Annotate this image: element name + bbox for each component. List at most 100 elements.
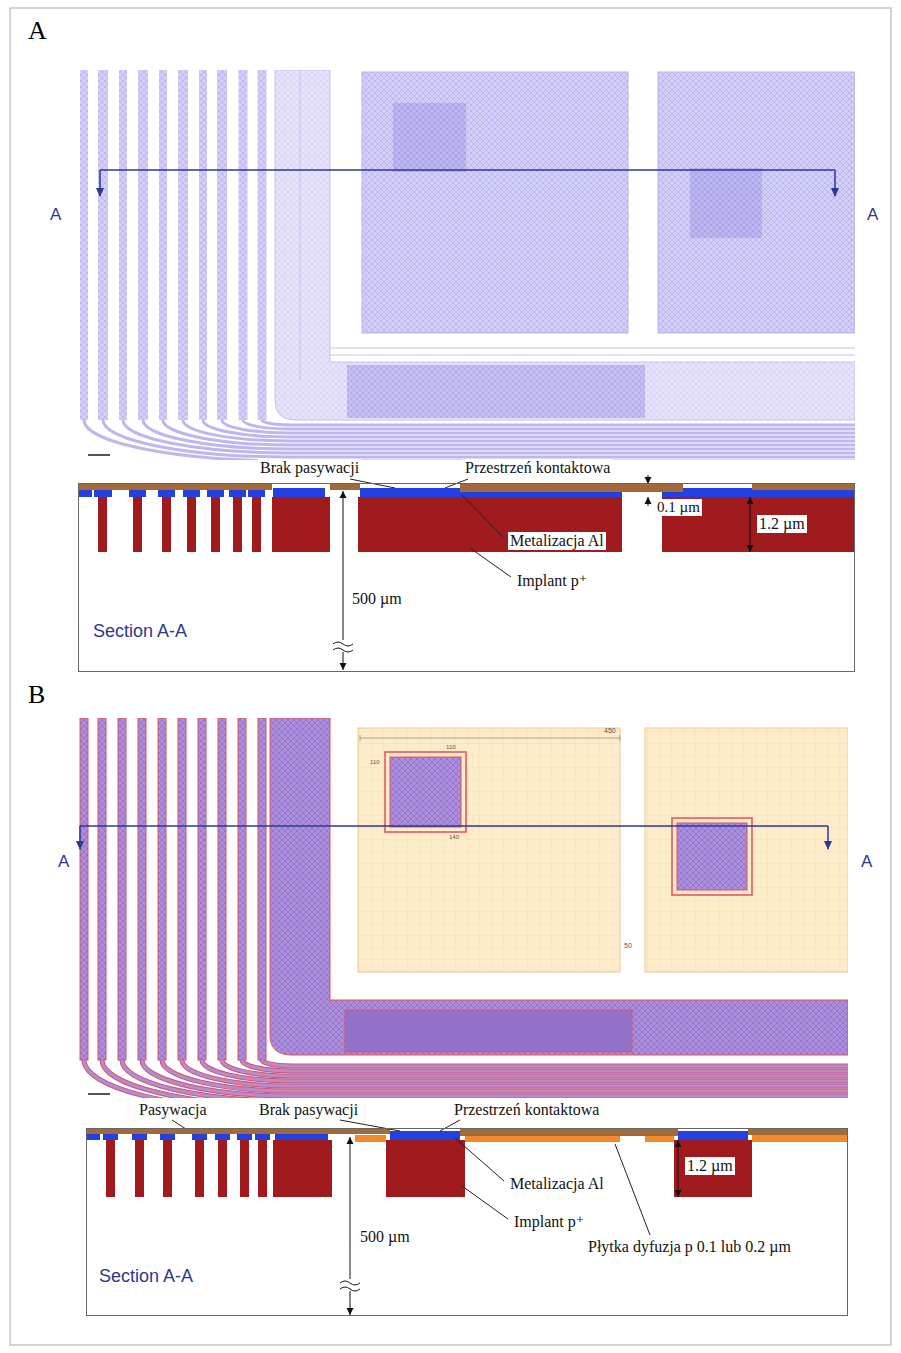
guard-ring-corner xyxy=(84,1060,848,1098)
guard-ring-corner xyxy=(242,1060,848,1071)
guard-ring-corner xyxy=(143,420,855,449)
passivation xyxy=(86,1128,848,1136)
p-implant xyxy=(233,497,242,552)
shallow-p-diffusion xyxy=(465,1135,620,1142)
guard-ring-corner xyxy=(122,1060,848,1098)
guard-ring-corner xyxy=(202,1060,848,1081)
al-metal xyxy=(273,488,325,497)
guard-ring xyxy=(98,718,106,1060)
section-line xyxy=(79,826,81,849)
break-gap xyxy=(340,1279,360,1291)
figure-frame xyxy=(10,8,891,1345)
contact-window xyxy=(690,168,762,238)
guard-ring xyxy=(138,718,146,1060)
guard-ring-corner xyxy=(262,420,855,425)
ruler xyxy=(360,735,620,741)
guard-ring-corner xyxy=(102,1060,848,1098)
guard-ring xyxy=(119,70,127,420)
contact-strip xyxy=(347,365,645,418)
break-mark xyxy=(340,1281,360,1291)
leader-line xyxy=(455,1138,504,1181)
layout-line xyxy=(300,70,855,380)
shallow-p-diffusion xyxy=(752,1135,848,1142)
p-implant xyxy=(162,497,171,552)
ruler-number: 110 xyxy=(370,759,380,766)
guard-ring-corner xyxy=(84,420,855,460)
p-implant xyxy=(106,1140,752,1197)
guard-ring xyxy=(80,718,266,1060)
leader-line xyxy=(350,479,511,577)
scale-bar xyxy=(88,454,110,456)
guard-ring xyxy=(138,70,148,420)
leader-line xyxy=(440,1120,460,1131)
dimension-arrow xyxy=(750,497,751,552)
guard-ring-corner xyxy=(262,1060,848,1066)
guard-ring xyxy=(239,70,248,420)
leader-line xyxy=(615,1144,650,1235)
guard-ring-corner xyxy=(122,1060,848,1098)
p-implant xyxy=(98,497,107,552)
guard-ring xyxy=(238,718,246,1060)
p-implant xyxy=(358,497,622,552)
guard-ring xyxy=(258,70,267,420)
p-implant xyxy=(187,497,196,552)
bias-ring xyxy=(270,718,848,1055)
guard-ring xyxy=(98,70,108,420)
guard-ring xyxy=(217,70,227,420)
dimension-label: 0.1 µm xyxy=(655,499,702,516)
dimension-label: 1.2 µm xyxy=(685,1157,735,1175)
guard-ring-corner xyxy=(103,420,855,457)
passivation xyxy=(748,1128,848,1135)
section-mark: A xyxy=(58,852,69,872)
passivation xyxy=(460,483,683,492)
contact-window xyxy=(672,818,752,895)
al-metal xyxy=(390,1131,460,1140)
guard-ring xyxy=(159,70,167,420)
leader-line xyxy=(462,495,503,537)
dimension-arrow xyxy=(648,497,649,506)
shallow-p-diffusion xyxy=(645,1135,674,1142)
guard-ring-corner xyxy=(142,1060,848,1096)
guard-ring xyxy=(258,718,266,1060)
shallow-p-pad xyxy=(645,728,848,972)
guard-ring-corner xyxy=(102,1060,848,1098)
section-mark: A xyxy=(861,852,872,872)
cross-section-a xyxy=(78,483,855,672)
layer-label: Płytka dyfuzja p 0.1 lub 0.2 µm xyxy=(586,1238,793,1256)
guard-ring-corner xyxy=(222,1060,848,1076)
shallow-p-diffusion xyxy=(355,1135,386,1142)
p-implant xyxy=(211,497,220,552)
section-mark: A xyxy=(867,205,878,225)
shallow-p-pad xyxy=(358,728,620,972)
passivation xyxy=(78,483,272,490)
passivation xyxy=(460,1128,678,1136)
guard-ring-corner xyxy=(84,1060,848,1098)
guard-ring-corner xyxy=(183,420,855,441)
guard-ring xyxy=(199,70,207,420)
contact-strip xyxy=(345,1010,632,1052)
section-line xyxy=(100,170,835,196)
layer-label: Metalizacja Al xyxy=(508,532,606,550)
contact-window xyxy=(393,103,466,172)
ruler-number: 50 xyxy=(624,942,632,950)
leader-line xyxy=(340,1120,400,1131)
plan-view-a xyxy=(80,70,855,460)
leader-line xyxy=(470,548,511,577)
guard-ring-corner xyxy=(162,1060,848,1091)
panel-letter: B xyxy=(28,680,45,710)
dimension-label: 500 µm xyxy=(358,1228,412,1246)
guard-ring-corner xyxy=(163,420,855,445)
p-implant xyxy=(135,1140,144,1197)
p-implant xyxy=(386,1140,465,1197)
cross-section-box: Section A-A xyxy=(78,483,855,672)
guard-ring-corner xyxy=(203,420,855,437)
p-implant xyxy=(674,1140,752,1197)
guard-ring-corner xyxy=(162,1060,848,1091)
guard-ring xyxy=(158,718,166,1060)
contact-window xyxy=(390,757,461,827)
p-implant xyxy=(258,1140,267,1197)
guard-ring-corner xyxy=(242,1060,848,1071)
guard-ring xyxy=(218,718,226,1060)
p-implant xyxy=(133,497,142,552)
